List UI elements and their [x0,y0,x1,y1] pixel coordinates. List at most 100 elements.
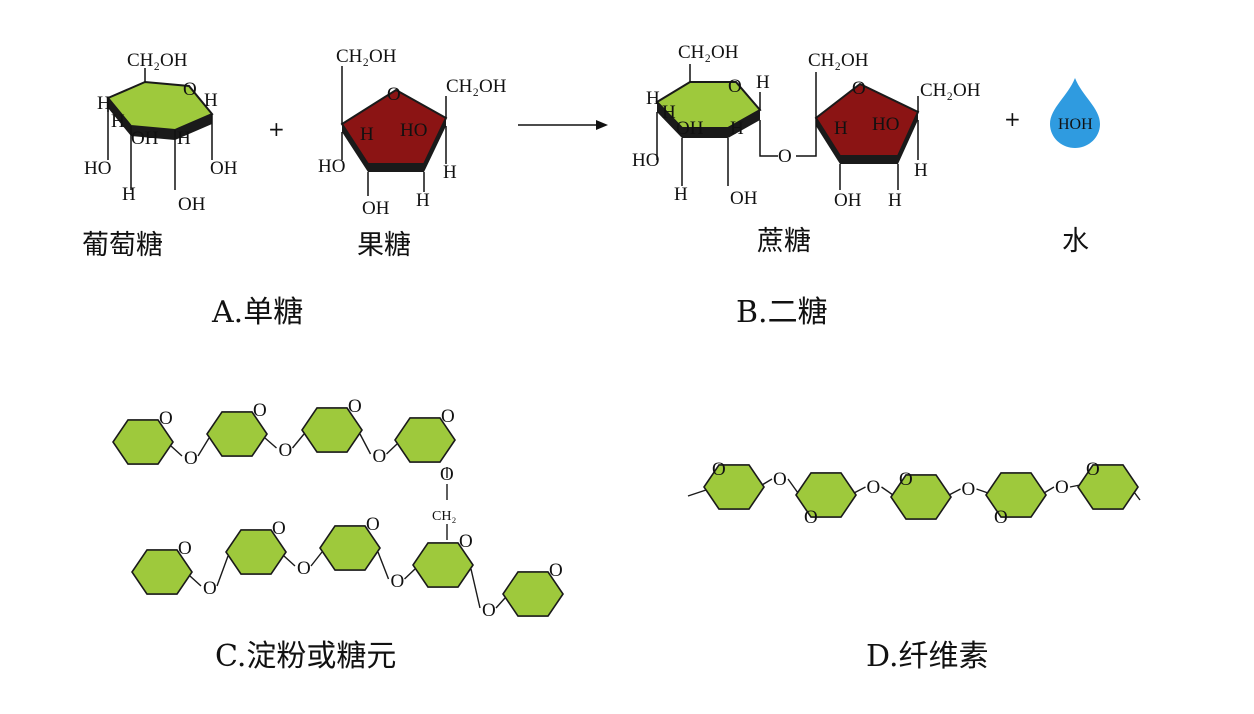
starch-bottom-ring-o-2: O [272,518,286,539]
sucrose-glucose-ring-edge [657,102,760,138]
sucrose-oh-f: OH [834,190,862,211]
cellulose-ring-o-3: O [899,469,913,490]
starch-bottom-glycosidic-o-3: O [391,571,405,592]
sucrose-h5f: H [914,160,928,181]
sucrose-h5: H [646,88,660,109]
starch-top-unit-4 [394,417,456,463]
starch-branch-o: O [440,464,454,485]
fructose-oh3: OH [362,198,390,219]
starch-bottom-unit-4 [412,542,474,588]
cellulose-glycosidic-o-4: O [1055,477,1069,498]
cellulose-unit-5 [1077,464,1139,510]
sucrose-oh3: OH [676,118,704,139]
glucose-h4: H [111,111,125,132]
starch-bottom-unit-5 [502,571,564,617]
reaction-arrow [518,120,608,130]
sucrose-h3f: H [834,118,848,139]
starch-top-ring-o-1: O [159,408,173,429]
glucose-h3: H [122,184,136,205]
cellulose-glycosidic-o-3: O [962,479,976,500]
sucrose-ch2oh-f6: CH₂OH [920,80,981,101]
cellulose-ring-o-5: O [1086,459,1100,480]
starch-top-ring-o-4: O [441,406,455,427]
starch-top-glycosidic-o-3: O [373,446,387,467]
water-drop: HOH [1050,78,1100,148]
caption-c: C.淀粉或糖元 [215,639,396,674]
cellulose-ring-o-1: O [712,459,726,480]
sucrose-h1: H [756,72,770,93]
fructose-structure: CH₂OH O CH₂OH HO H HO H OH H [318,46,507,219]
cellulose-glycosidic-o-1: O [773,469,787,490]
starch-top-glycosidic-o-1: O [184,448,198,469]
sucrose-h3: H [674,184,688,205]
glucose-h2: H [177,128,191,149]
starch-top-unit-1 [112,419,174,465]
sucrose-h4f: H [888,190,902,211]
glucose-ring-o: O [183,79,197,100]
caption-d: D.纤维素 [866,639,989,674]
water-formula: HOH [1058,116,1093,133]
fructose-h5: H [443,162,457,183]
starch-top-ring-o-2: O [253,400,267,421]
fructose-ch2oh-6: CH₂OH [446,76,507,97]
cellulose-glycosidic-o-2: O [867,477,881,498]
glucose-ho4: HO [84,158,111,179]
glucose-h1: H [204,90,218,111]
glucose-oh3: OH [131,128,159,149]
fructose-ring-o: O [387,84,401,105]
starch-bottom-glycosidic-o-4: O [482,600,496,621]
cellulose-ring-o-4: O [994,507,1008,528]
starch-bottom-ring-o-4: O [459,531,473,552]
caption-b: B.二糖 [736,295,828,330]
starch-top-glycosidic-o-2: O [279,440,293,461]
starch-top-unit-3 [301,407,363,453]
fructose-h3: H [360,124,374,145]
sucrose-h4: H [662,102,676,123]
starch-top-ring-o-3: O [348,396,362,417]
starch-bottom-ring-o-1: O [178,538,192,559]
fructose-h4: H [416,190,430,211]
starch-bottom-unit-2 [225,529,287,575]
starch-bottom-ring-o-5: O [549,560,563,581]
glucose-label: 葡萄糖 [82,230,163,261]
starch-bottom-unit-1 [131,549,193,595]
starch-top-unit-2 [206,411,268,457]
plus-sign-2: + [1004,107,1021,131]
sucrose-ring-o-g: O [728,76,742,97]
sucrose-h2: H [730,118,744,139]
starch-bottom-glycosidic-o-2: O [297,558,311,579]
fructose-ho2: HO [318,156,345,177]
sucrose-ring-o-f: O [852,78,866,99]
water-label: 水 [1062,226,1089,257]
glucose-ring-front-edge [108,98,212,140]
sucrose-structure: CH₂OH O H H H OH H HO H OH O CH₂OH O CH₂… [632,42,981,211]
glucose-oh2: OH [178,194,206,215]
cellulose-ring-o-2: O [804,507,818,528]
glucose-h5: H [97,93,111,114]
sucrose-ho-f: HO [872,114,899,135]
glucose-ch2oh: CH₂OH [127,50,188,71]
sucrose-ch2oh-g: CH₂OH [678,42,739,63]
fructose-label: 果糖 [357,230,411,261]
fructose-ch2oh-1: CH₂OH [336,46,397,67]
glucose-structure: CH₂OH O H H H OH H HO OH H OH [84,50,238,215]
water-drop-icon [1050,78,1100,148]
cellulose-unit-1 [703,464,765,510]
plus-sign-1: + [268,117,285,141]
glucose-oh1: OH [210,158,238,179]
sucrose-glycosidic-o: O [778,146,792,167]
sucrose-label: 蔗糖 [757,226,811,257]
fructose-ho: HO [400,120,427,141]
starch-branch-ch2: CH₂ [432,509,456,524]
caption-a: A.单糖 [211,295,303,330]
starch-bottom-unit-3 [319,525,381,571]
sucrose-oh2: OH [730,188,758,209]
starch-bottom-ring-o-3: O [366,514,380,535]
cellulose-unit-3 [890,474,952,520]
sucrose-ho4: HO [632,150,659,171]
cellulose-unit-4 [985,472,1047,518]
